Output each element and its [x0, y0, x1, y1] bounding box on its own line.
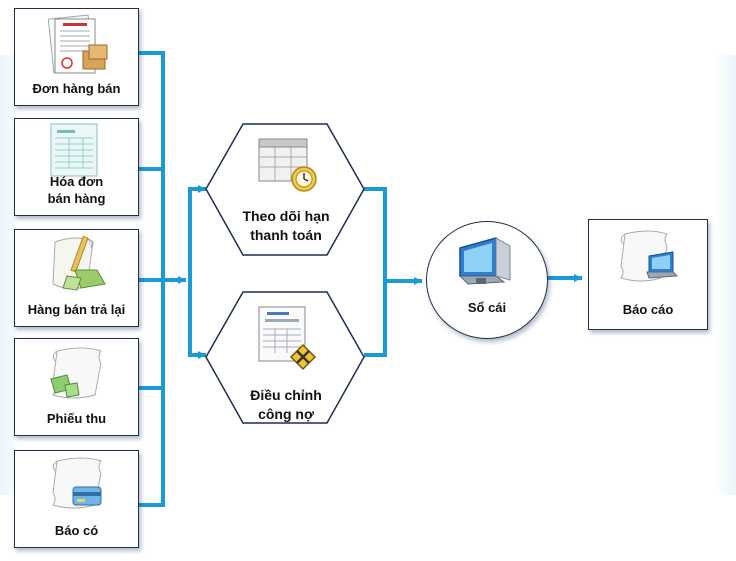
ledger-label: Sổ cái — [467, 300, 507, 315]
source-label: Đơn hàng bán — [32, 81, 121, 96]
ledger-node-so-cai[interactable]: Sổ cái — [426, 221, 548, 339]
receipt-scroll-icon — [50, 347, 102, 399]
process-hexagon-theo-doi-han-thanh-toan[interactable] — [203, 121, 367, 259]
return-goods-icon — [52, 235, 106, 291]
source-label: Hàng bán trả lại — [27, 302, 126, 317]
background-right-band — [716, 55, 736, 495]
source-card-hang-ban-tra-lai[interactable]: Hàng bán trả lại — [14, 229, 139, 327]
report-card-bao-cao[interactable]: Báo cáo — [588, 219, 708, 330]
process-hexagon-dieu-chinh-cong-no[interactable] — [203, 289, 367, 427]
process-label: Điều chỉnh công nợ — [250, 387, 322, 422]
source-card-don-hang-ban[interactable]: Đơn hàng bán — [14, 8, 139, 106]
source-label: Phiếu thu — [46, 411, 107, 426]
contract-document-icon — [47, 14, 108, 74]
source-label: Hóa đơn bán hàng — [47, 174, 106, 206]
process-label: Theo dõi hạn thanh toán — [242, 208, 330, 243]
calendar-clock-icon — [258, 138, 317, 192]
report-label: Báo cáo — [622, 302, 674, 317]
source-card-hoa-don-ban-hang[interactable]: Hóa đơn bán hàng — [14, 118, 139, 216]
invoice-sheet-icon — [50, 123, 98, 177]
source-card-bao-co[interactable]: Báo có — [14, 450, 139, 548]
document-tools-icon — [258, 306, 317, 371]
credit-note-icon — [52, 457, 102, 509]
source-label: Báo có — [54, 523, 99, 538]
source-card-phieu-thu[interactable]: Phiếu thu — [14, 338, 139, 436]
report-scroll-icon — [620, 230, 679, 282]
monitor-icon — [458, 237, 511, 285]
